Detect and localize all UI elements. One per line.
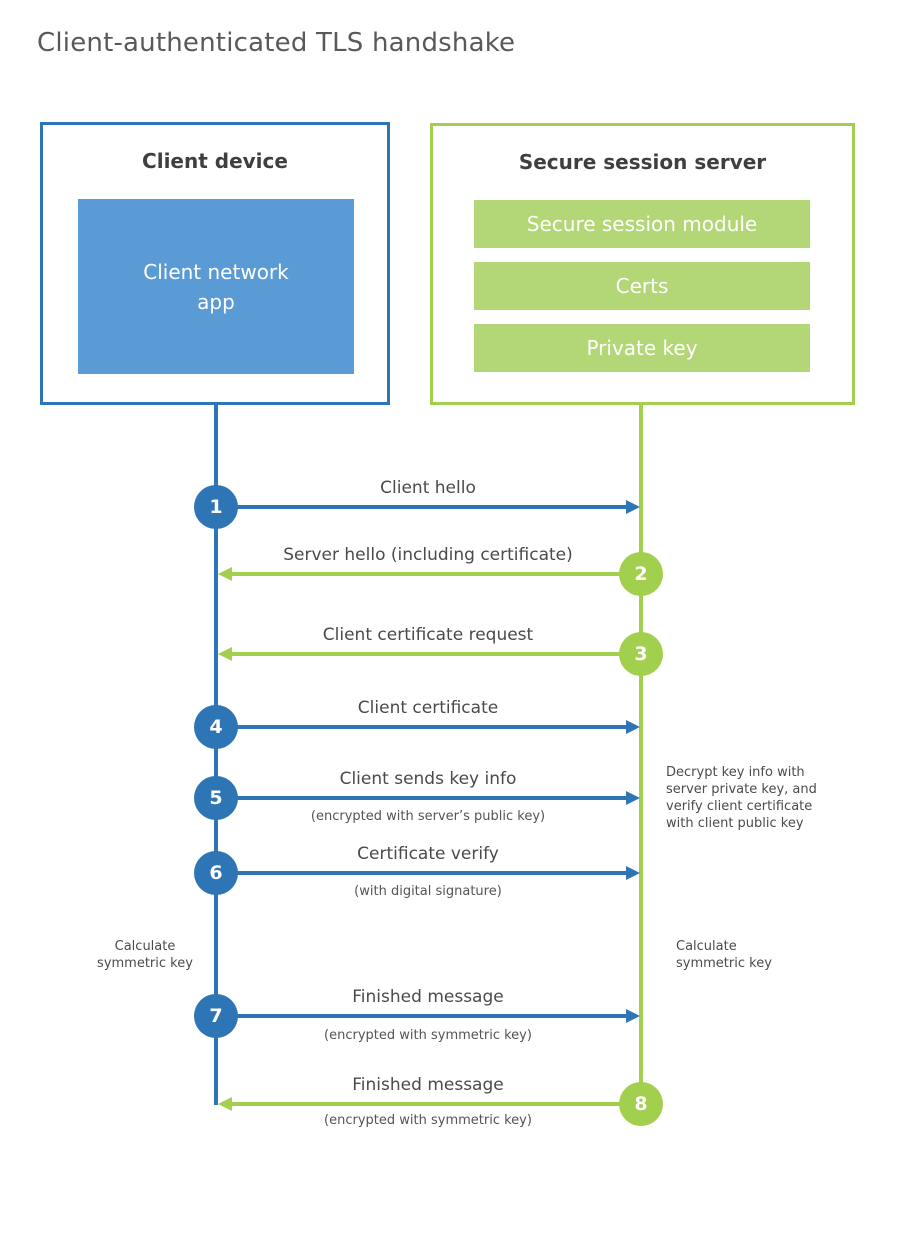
secure-session-server-title: Secure session server <box>518 150 767 174</box>
step-2-arrowhead-icon <box>218 567 232 581</box>
step-8-badge: 8 <box>619 1082 663 1126</box>
step-6-badge: 6 <box>194 851 238 895</box>
step-2-arrow <box>232 572 623 576</box>
step-7-sublabel: (encrypted with symmetric key) <box>324 1028 532 1043</box>
module-bar-private-key: Private key <box>474 324 810 372</box>
diagram-title: Client-authenticated TLS handshake <box>37 28 516 58</box>
client-lifeline <box>214 405 218 1105</box>
step-1-arrowhead-icon <box>626 500 640 514</box>
step-5-label: Client sends key info <box>339 769 517 789</box>
step-8-arrowhead-icon <box>218 1097 232 1111</box>
step-7-label: Finished message <box>352 987 504 1007</box>
step-1-badge: 1 <box>194 485 238 529</box>
step-8-sublabel: (encrypted with symmetric key) <box>324 1113 532 1128</box>
step-6-arrow <box>235 871 626 875</box>
decrypt-key-note: Decrypt key info with server private key… <box>666 765 817 831</box>
step-4-label: Client certificate <box>357 698 499 718</box>
module-bar-certs: Certs <box>474 262 810 310</box>
step-4-arrowhead-icon <box>626 720 640 734</box>
step-3-badge: 3 <box>619 632 663 676</box>
step-1-arrow <box>235 505 626 509</box>
step-5-arrow <box>235 796 626 800</box>
step-2-label: Server hello (including certificate) <box>283 545 573 565</box>
calculate-symmetric-key-right: Calculate symmetric key <box>676 939 772 971</box>
step-6-label: Certificate verify <box>357 844 499 864</box>
step-3-label: Client certificate request <box>322 625 534 645</box>
step-4-badge: 4 <box>194 705 238 749</box>
step-6-sublabel: (with digital signature) <box>354 884 502 899</box>
step-3-arrow <box>232 652 623 656</box>
step-2-badge: 2 <box>619 552 663 596</box>
step-8-arrow <box>232 1102 623 1106</box>
step-6-arrowhead-icon <box>626 866 640 880</box>
client-network-app-box: Client network app <box>78 199 354 374</box>
client-device-title: Client device <box>142 149 288 173</box>
step-5-arrowhead-icon <box>626 791 640 805</box>
step-7-badge: 7 <box>194 994 238 1038</box>
step-7-arrowhead-icon <box>626 1009 640 1023</box>
server-lifeline <box>639 404 643 1105</box>
step-1-label: Client hello <box>380 478 476 498</box>
step-8-label: Finished message <box>352 1075 504 1095</box>
step-5-badge: 5 <box>194 776 238 820</box>
step-7-arrow <box>235 1014 626 1018</box>
module-bar-secure-session-module: Secure session module <box>474 200 810 248</box>
step-3-arrowhead-icon <box>218 647 232 661</box>
step-5-sublabel: (encrypted with server’s public key) <box>310 809 546 824</box>
calculate-symmetric-key-left: Calculate symmetric key <box>97 939 193 971</box>
step-4-arrow <box>235 725 626 729</box>
